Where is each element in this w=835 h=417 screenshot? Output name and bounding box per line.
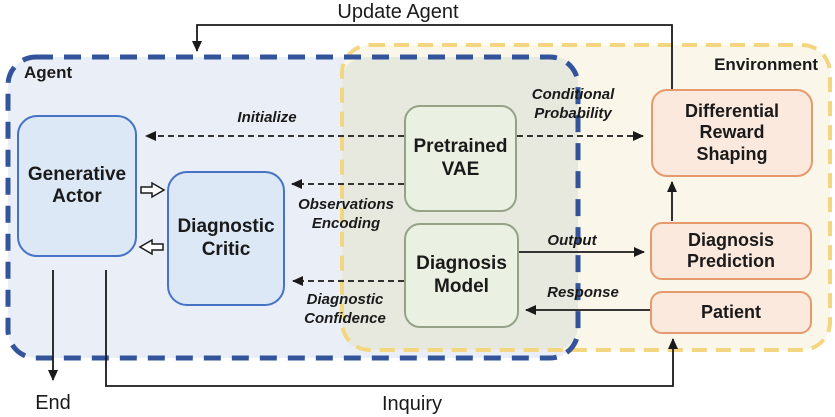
environment-region-border bbox=[340, 43, 832, 352]
end-label: End bbox=[35, 392, 71, 414]
output-label: Output bbox=[547, 232, 597, 249]
actor-to-critic-arrow-icon bbox=[140, 181, 166, 199]
update-agent-arrow bbox=[192, 24, 673, 89]
environment-region-label: Environment bbox=[714, 55, 818, 74]
observations-encoding-label: Observations Encoding bbox=[298, 196, 394, 232]
diagnostic-critic-box: Diagnostic Critic bbox=[167, 171, 285, 306]
diagnosis-model-box: Diagnosis Model bbox=[404, 223, 519, 328]
critic-to-actor-arrow-icon bbox=[138, 238, 164, 256]
differential-reward-shaping-box: Differential Reward Shaping bbox=[651, 89, 813, 177]
patient-box: Patient bbox=[650, 291, 812, 334]
pretrained-vae-box: Pretrained VAE bbox=[404, 105, 517, 212]
initialize-label: Initialize bbox=[237, 109, 297, 126]
update-agent-label: Update Agent bbox=[337, 1, 459, 23]
agent-region-border bbox=[5, 54, 581, 361]
conditional-probability-label: Conditional Probability bbox=[531, 86, 615, 122]
diagnosis-prediction-box: Diagnosis Prediction bbox=[650, 222, 812, 280]
diagnostic-confidence-label: Diagnostic Confidence bbox=[304, 291, 386, 327]
inquiry-label: Inquiry bbox=[381, 393, 443, 415]
response-label: Response bbox=[547, 284, 619, 301]
generative-actor-box: Generative Actor bbox=[17, 115, 137, 257]
inquiry-arrow bbox=[105, 270, 678, 387]
agent-region-label: Agent bbox=[24, 63, 73, 82]
